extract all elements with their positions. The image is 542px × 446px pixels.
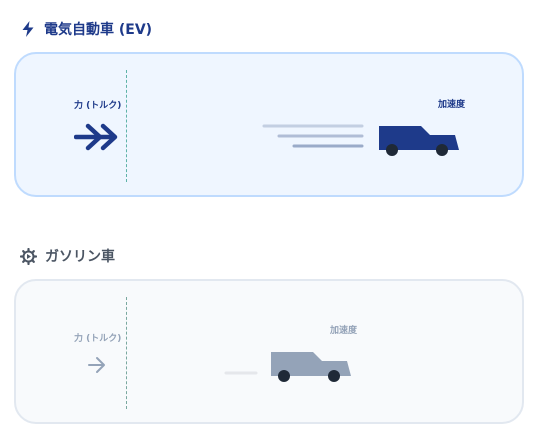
ev-car-icon <box>377 120 461 162</box>
gas-panel: 力 (トルク) 加速度 <box>14 279 524 424</box>
gas-accel-label: 加速度 <box>330 326 358 336</box>
ev-title-text: 電気自動車 (EV) <box>44 22 153 38</box>
gear-icon <box>20 247 37 265</box>
gas-divider <box>126 297 127 409</box>
single-arrow-icon <box>87 355 107 379</box>
gas-speed-line <box>224 361 258 380</box>
ev-accel-label: 加速度 <box>438 100 466 110</box>
double-arrow-icon <box>73 122 120 156</box>
gas-title-text: ガソリン車 <box>45 249 115 265</box>
gas-force-label: 力 (トルク) <box>74 334 122 344</box>
gas-car-icon <box>269 348 353 390</box>
ev-divider <box>126 70 127 182</box>
gas-section-title: ガソリン車 <box>20 246 115 266</box>
ev-panel: 力 (トルク) 加速度 <box>14 52 524 197</box>
lightning-icon <box>20 20 36 38</box>
ev-force-label: 力 (トルク) <box>74 101 122 111</box>
ev-section-title: 電気自動車 (EV) <box>20 19 152 39</box>
ev-speed-lines <box>262 122 366 154</box>
